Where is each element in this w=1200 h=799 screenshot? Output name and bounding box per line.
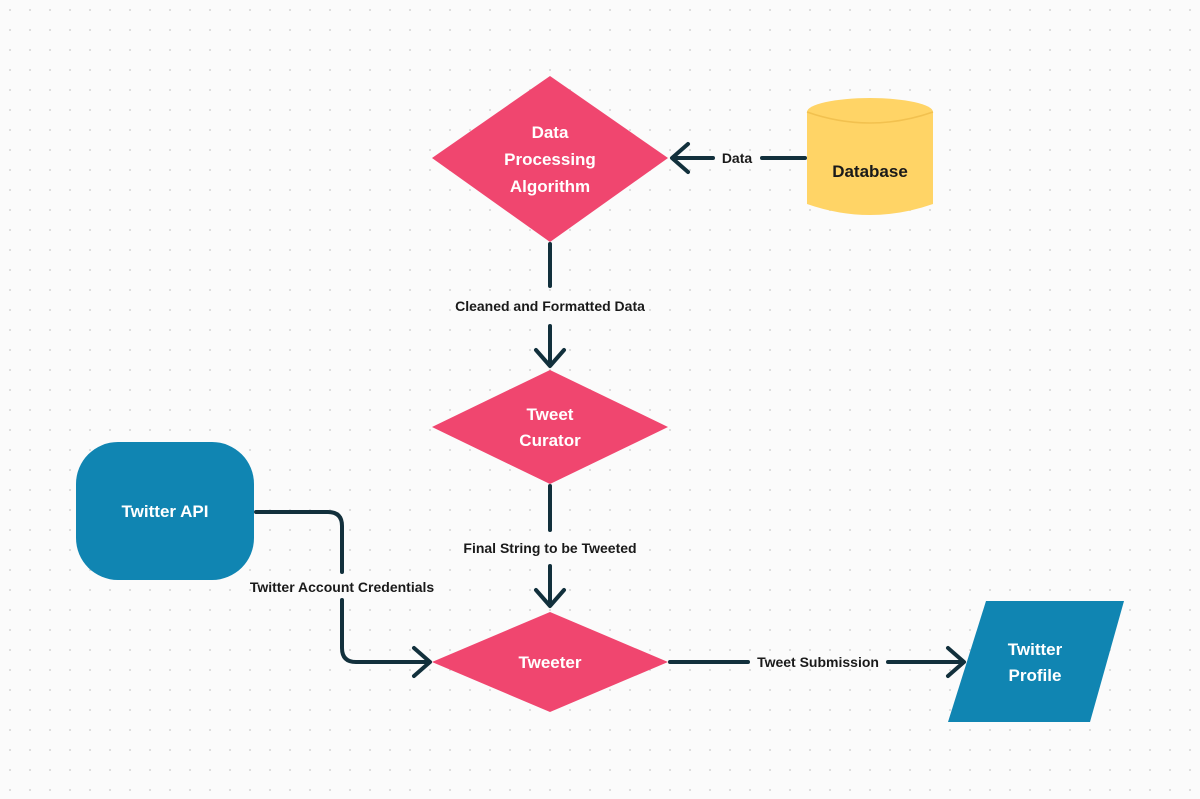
terminal-shape xyxy=(76,442,254,580)
arrowhead-icon xyxy=(534,348,566,368)
node-twitter-profile[interactable]: Twitter Profile xyxy=(948,601,1124,722)
node-tweeter[interactable]: Tweeter xyxy=(432,612,668,712)
edge-processing-to-curator[interactable]: Cleaned and Formatted Data xyxy=(455,242,645,368)
node-tweet-curator[interactable]: Tweet Curator xyxy=(432,370,668,484)
node-label: Database xyxy=(832,162,908,181)
decision-shape xyxy=(432,370,668,484)
cylinder-body xyxy=(807,112,933,215)
node-label-line: Algorithm xyxy=(510,177,590,196)
edge-api-to-tweeter[interactable]: Twitter Account Credentials xyxy=(250,510,435,678)
node-label: Tweeter xyxy=(519,653,582,672)
io-shape xyxy=(948,601,1124,722)
node-label: Twitter API xyxy=(122,502,209,521)
node-label-line: Data xyxy=(532,123,569,142)
node-label-line: Processing xyxy=(504,150,596,169)
node-twitter-api[interactable]: Twitter API xyxy=(76,442,254,580)
node-label-line: Curator xyxy=(519,431,581,450)
edge-curator-to-tweeter[interactable]: Final String to be Tweeted xyxy=(463,484,637,608)
edge-label-submission: Tweet Submission xyxy=(757,654,879,670)
node-label-line: Profile xyxy=(1009,666,1062,685)
edge-database-to-processing[interactable]: Data xyxy=(670,142,807,174)
arrowhead-icon xyxy=(946,646,966,678)
edge-label-final-string: Final String to be Tweeted xyxy=(463,540,636,556)
edge-label-cleaned: Cleaned and Formatted Data xyxy=(455,298,645,314)
decision-shape xyxy=(432,612,668,712)
edge-label-credentials: Twitter Account Credentials xyxy=(250,579,435,595)
cylinder-top xyxy=(807,98,933,126)
node-data-processing-algorithm[interactable]: Data Processing Algorithm xyxy=(432,76,668,242)
cylinder-rim xyxy=(806,111,934,124)
arrowhead-icon xyxy=(534,588,566,608)
arrowhead-icon xyxy=(412,646,432,678)
edge-tweeter-to-profile[interactable]: Tweet Submission xyxy=(668,646,966,678)
node-label-line: Twitter xyxy=(1008,640,1063,659)
decision-shape xyxy=(432,76,668,242)
node-database[interactable]: Database xyxy=(806,98,934,215)
node-label-line: Tweet xyxy=(527,405,574,424)
edge-label-data: Data xyxy=(722,150,753,166)
arrowhead-icon xyxy=(670,142,690,174)
